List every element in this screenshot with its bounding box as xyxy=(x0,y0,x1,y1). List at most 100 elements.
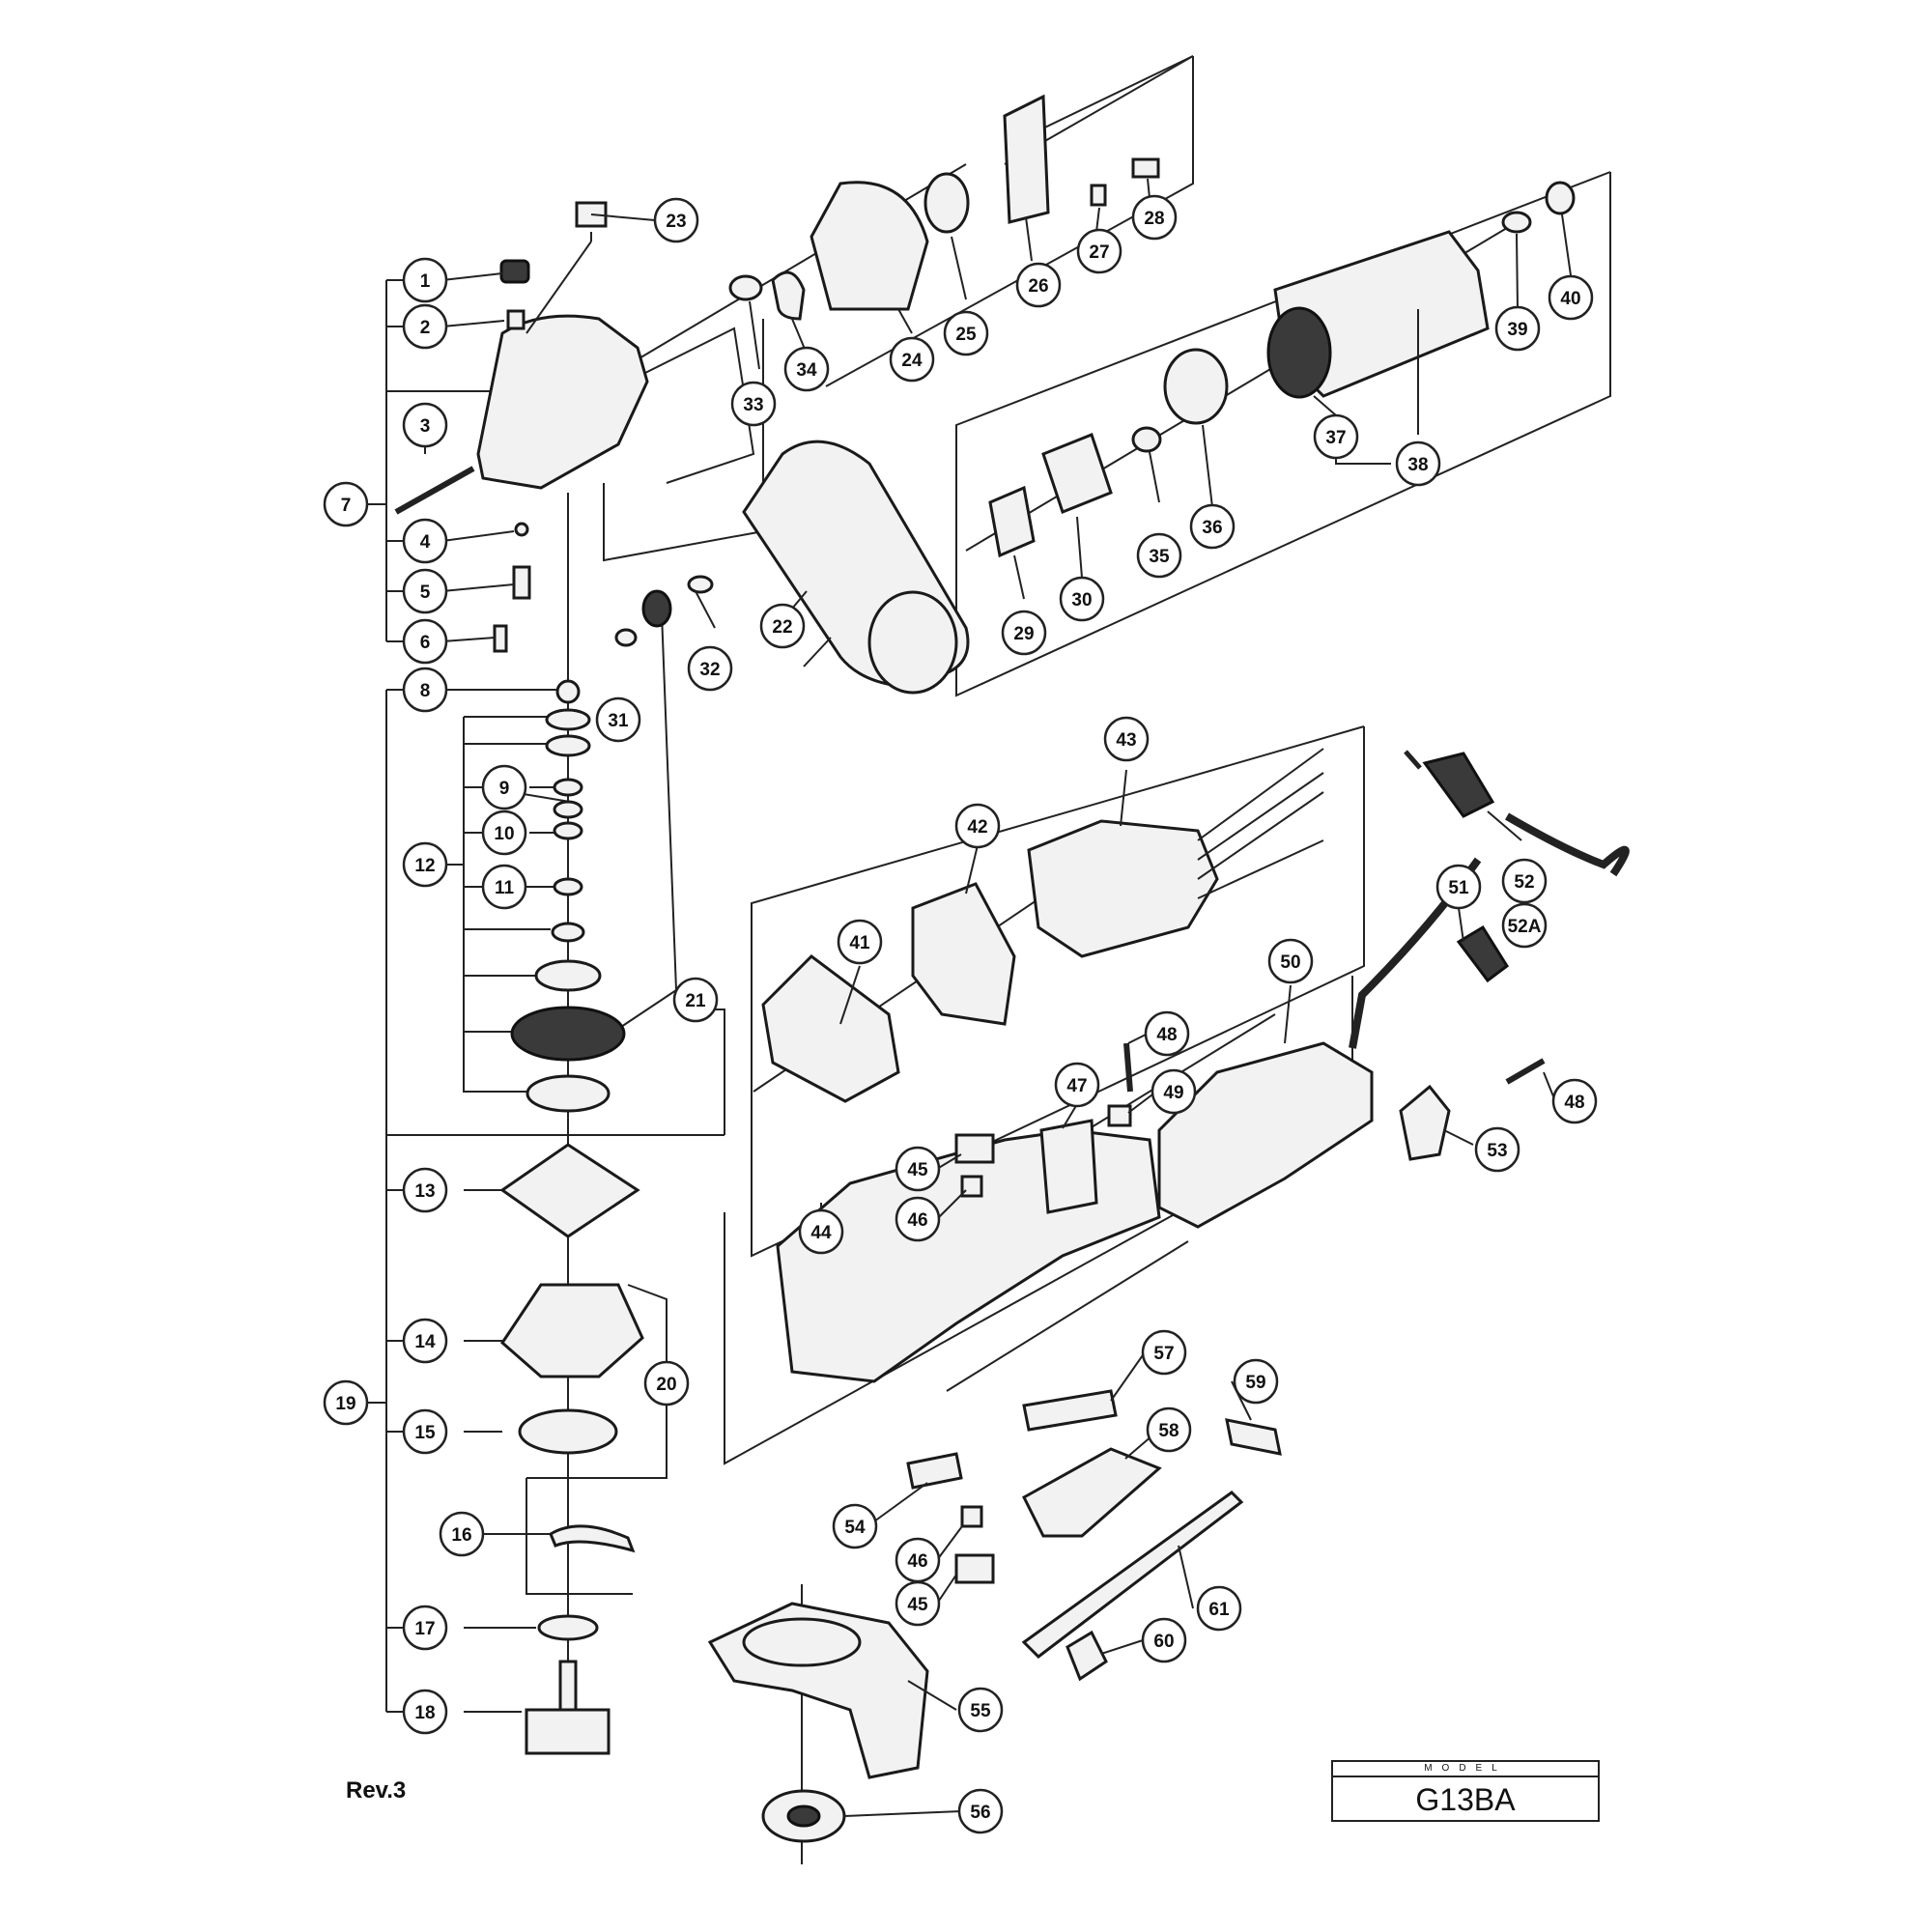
callout-1: 1 xyxy=(402,257,448,303)
callout-11: 11 xyxy=(481,864,527,910)
callout-number: 47 xyxy=(1066,1076,1087,1096)
callout-5: 5 xyxy=(402,568,448,614)
callout-28: 28 xyxy=(1131,194,1178,241)
callout-number: 17 xyxy=(414,1619,435,1639)
callout-55: 55 xyxy=(957,1687,1004,1733)
callout-6: 6 xyxy=(402,618,448,665)
callout-circle xyxy=(1196,1585,1242,1632)
callout-2: 2 xyxy=(402,303,448,350)
callout-circle xyxy=(1141,1617,1187,1663)
callout-number: 32 xyxy=(699,660,720,680)
callout-number: 53 xyxy=(1487,1141,1507,1161)
plug-part xyxy=(1422,752,1495,818)
callout-59: 59 xyxy=(1233,1358,1279,1405)
callout-3: 3 xyxy=(402,402,448,448)
callout-number: 12 xyxy=(414,856,435,876)
lever-61-part xyxy=(1021,1491,1244,1659)
callout-57: 57 xyxy=(1141,1329,1187,1376)
callout-42: 42 xyxy=(954,803,1001,849)
callout-circle xyxy=(895,1196,941,1242)
callout-circle xyxy=(481,810,527,856)
lock-off-60-part xyxy=(1065,1630,1108,1682)
callout-number: 34 xyxy=(796,360,817,381)
callout-circle xyxy=(832,1503,878,1549)
motor-housing-part xyxy=(776,1128,1161,1383)
spring-2-part xyxy=(506,309,526,330)
callout-circle xyxy=(402,303,448,350)
brush-cap-45-part xyxy=(954,1133,995,1164)
callout-circle xyxy=(1267,938,1314,984)
callout-circle xyxy=(895,1146,941,1192)
callout-number: 44 xyxy=(810,1223,832,1243)
callout-46b: 46 xyxy=(895,1537,941,1583)
callout-group: 1234567891011121314151617181920212223242… xyxy=(323,194,1598,1834)
callout-number: 23 xyxy=(666,212,686,232)
bracket-21 xyxy=(710,1009,725,1135)
callout-circle xyxy=(439,1511,485,1557)
callout-41: 41 xyxy=(837,919,883,965)
callout-circle xyxy=(837,919,883,965)
callout-number: 30 xyxy=(1071,590,1092,611)
callout-number: 45 xyxy=(907,1160,928,1180)
callout-circle xyxy=(730,381,777,427)
stator-part xyxy=(1027,819,1219,958)
callout-52A: 52A xyxy=(1501,902,1548,949)
callout-40: 40 xyxy=(1548,274,1594,321)
callout-58: 58 xyxy=(1146,1406,1192,1453)
callout-circle xyxy=(481,764,527,810)
callout-circle xyxy=(402,667,448,713)
callout-circle xyxy=(1059,576,1105,622)
callout-number: 49 xyxy=(1163,1083,1183,1103)
callout-number: 11 xyxy=(495,878,515,898)
callout-49: 49 xyxy=(1151,1068,1197,1115)
cord-clamp-53-part xyxy=(1399,1084,1451,1161)
callout-14: 14 xyxy=(402,1318,448,1364)
callout-34: 34 xyxy=(783,346,830,392)
callout-circle xyxy=(402,618,448,665)
callout-20: 20 xyxy=(643,1360,690,1406)
callout-circle xyxy=(402,518,448,564)
lock-button-part xyxy=(499,259,530,284)
callout-7: 7 xyxy=(323,481,369,527)
callout-circle xyxy=(1015,262,1062,308)
callout-number: 16 xyxy=(451,1525,471,1546)
callout-number: 9 xyxy=(499,779,510,799)
callout-circle xyxy=(889,336,935,383)
callout-10: 10 xyxy=(481,810,527,856)
brush-plate-part xyxy=(1003,94,1050,224)
callout-number: 28 xyxy=(1144,209,1164,229)
parts xyxy=(394,94,1630,1843)
callout-number: 45 xyxy=(907,1595,928,1615)
callout-number: 55 xyxy=(970,1701,991,1721)
callout-number: 48 xyxy=(1156,1025,1177,1045)
callout-circle xyxy=(687,645,733,692)
callout-leaders xyxy=(424,178,1572,1817)
callout-number: 25 xyxy=(955,325,977,345)
callout-circle xyxy=(1001,610,1047,656)
callout-number: 20 xyxy=(656,1375,676,1395)
callout-47: 47 xyxy=(1054,1062,1100,1108)
callout-number: 29 xyxy=(1013,624,1034,644)
callout-number: 6 xyxy=(420,633,431,653)
callout-circle xyxy=(1233,1358,1279,1405)
callout-number: 46 xyxy=(907,1551,927,1572)
callout-50: 50 xyxy=(1267,938,1314,984)
housing-ring-part xyxy=(761,954,900,1103)
callout-18: 18 xyxy=(402,1689,448,1735)
callout-30: 30 xyxy=(1059,576,1105,622)
callout-24: 24 xyxy=(889,336,935,383)
callout-circle xyxy=(1435,864,1482,910)
frame-brush-group xyxy=(825,56,1194,387)
callout-number: 35 xyxy=(1149,547,1170,567)
callout-circle xyxy=(759,603,806,649)
plate-29-part xyxy=(988,485,1036,558)
callout-circle xyxy=(1313,413,1359,460)
callout-23: 23 xyxy=(653,197,699,243)
cord-guard-part xyxy=(1456,924,1510,983)
callout-43: 43 xyxy=(1103,716,1150,762)
callout-circle xyxy=(1054,1062,1100,1108)
callout-number: 26 xyxy=(1028,276,1048,297)
bracket-12 xyxy=(463,717,555,1093)
callout-number: 58 xyxy=(1158,1421,1179,1441)
leader-brackets xyxy=(365,279,725,1713)
